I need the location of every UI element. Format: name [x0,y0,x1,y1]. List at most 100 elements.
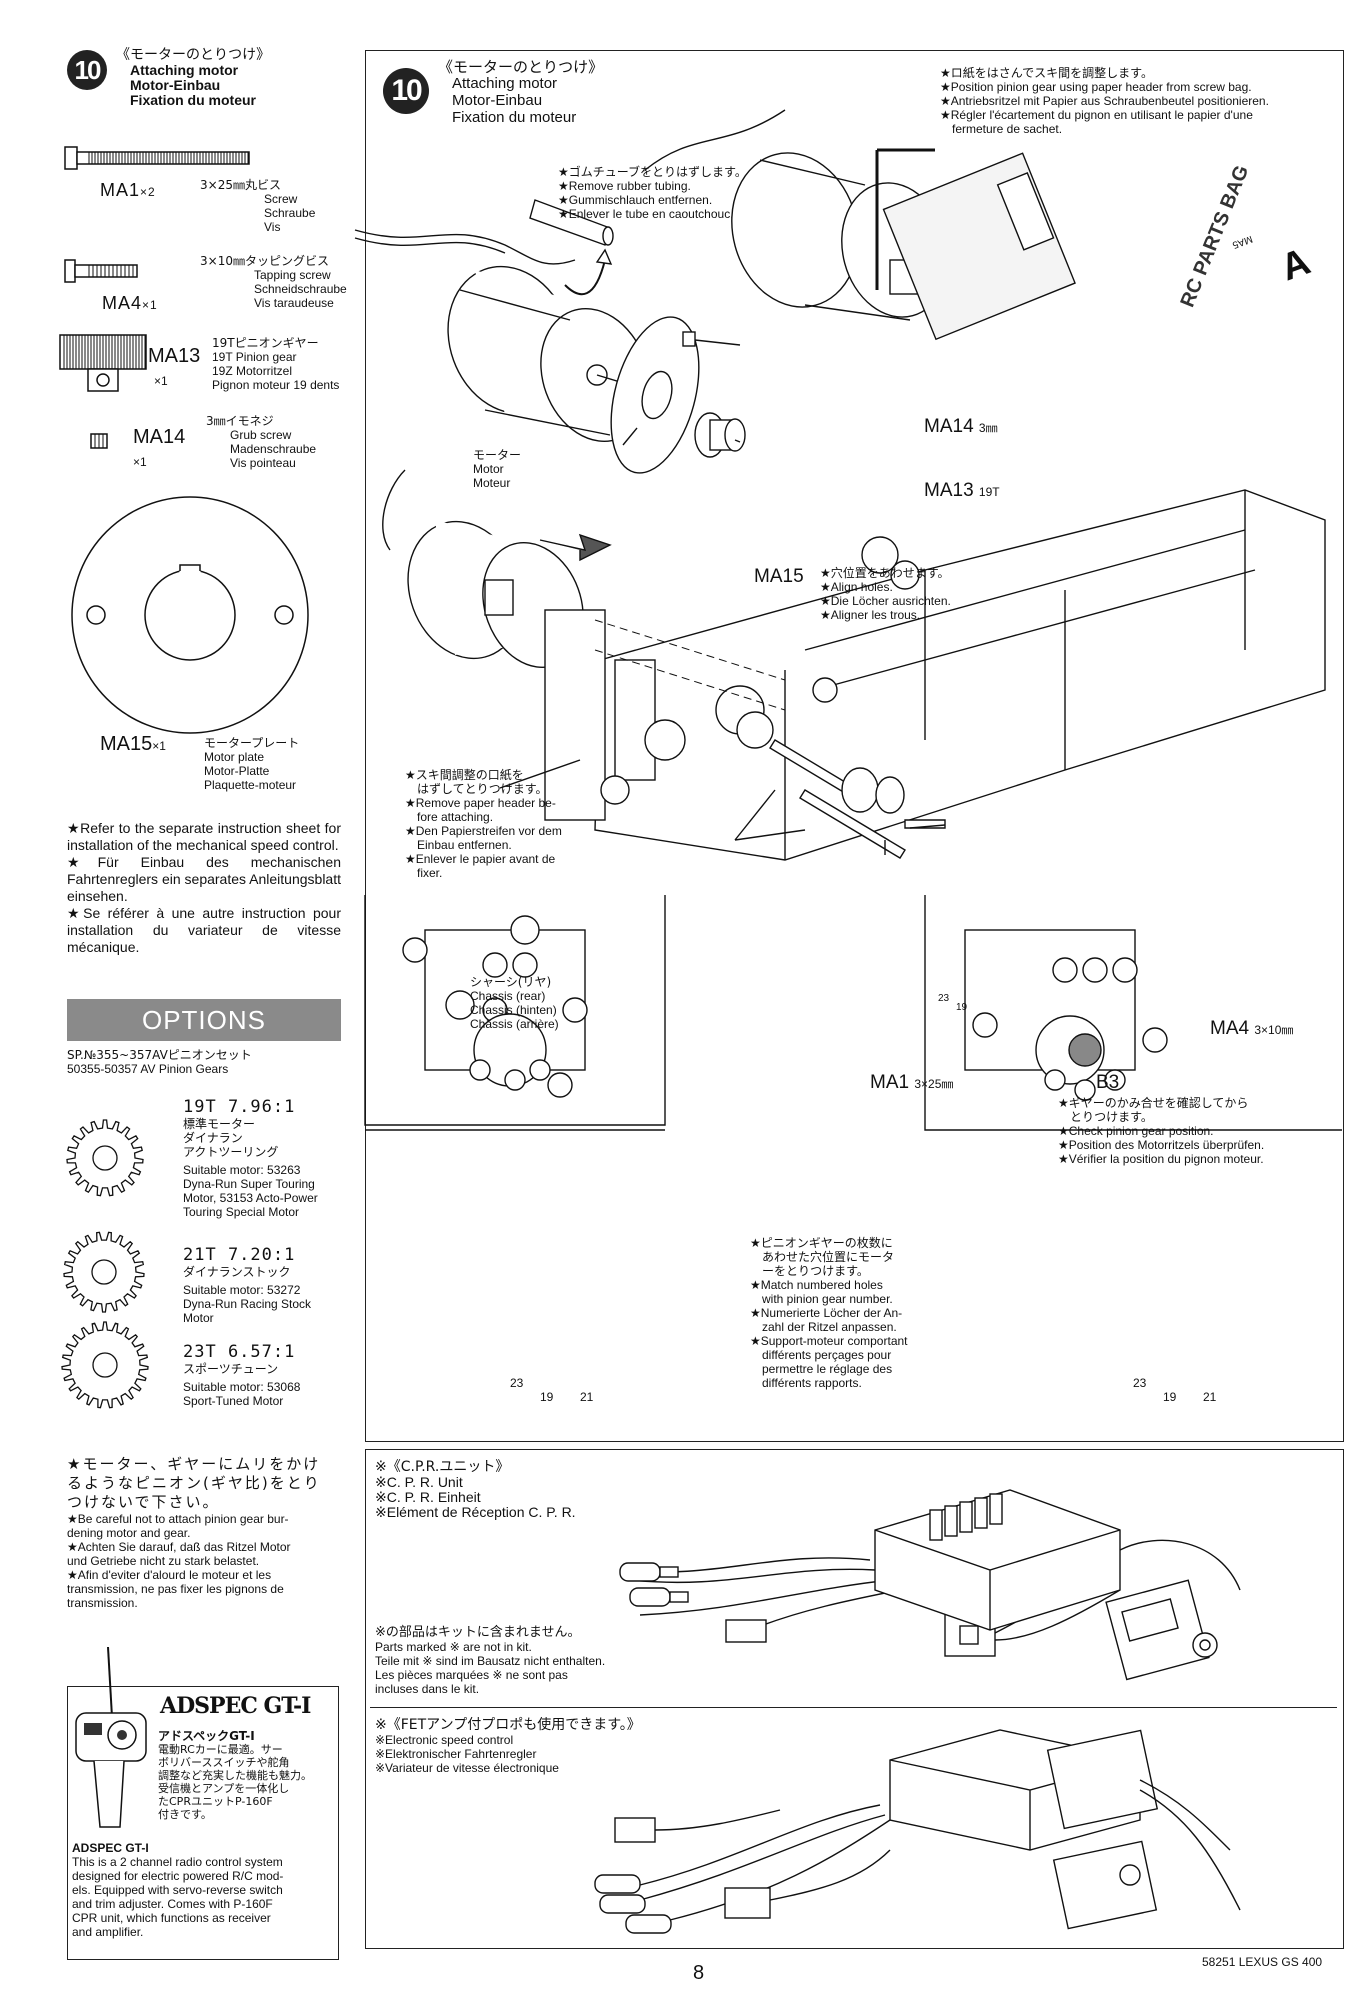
check-en: ★Check pinion gear position. [1058,1124,1214,1138]
ma14-fr: Vis pointeau [230,456,296,470]
gear-23t-label: 23T 6.57:1 [183,1342,296,1362]
fet-esc-illustration [594,1729,1241,1934]
label-ma15: MA15 [754,566,804,587]
caution-note: ★モーター、ギヤーにムリをかけ るようなピニオン(ギヤ比)をとり つけないで下さ… [67,1455,321,1610]
main-step-frame [365,50,1344,1442]
paper-de1: ★Den Papierstreifen vor dem [405,824,562,838]
gear-21t-desc-0: Suitable motor: 53272 [183,1283,301,1297]
hole-num-21-right: 21 [1203,1390,1217,1404]
position-de: ★Antriebsritzel mit Papier aus Schrauben… [940,94,1269,108]
main-title-en: Attaching motor [452,75,558,92]
check-jp2: とりつけます。 [1070,1110,1153,1124]
ma15-de: Motor-Platte [204,764,270,778]
gear-21t-label: 21T 7.20:1 [183,1245,296,1265]
caution-en-0: ★Be careful not to attach pinion gear bu… [67,1512,289,1526]
gear-23t-desc-0: Suitable motor: 53068 [183,1380,301,1394]
match-jp3: ーをとりつけます。 [762,1264,869,1278]
tubing-fr: ★Enlever le tube en caoutchouc. [558,207,734,221]
hole-num-23-left: 23 [510,1376,524,1390]
part-ma15-code: MA15×1 [100,733,166,756]
diagram-ma14: MA14 [924,416,974,437]
option-gear-21t: 21T 7.20:1 ダイナランストック Suitable motor: 532… [183,1245,311,1325]
ma15-spec: モータープレート [204,736,300,750]
part-ma15-desc: モータープレート Motor plate Motor-Platte Plaque… [204,736,299,792]
fet-jp: ※《FETアンプ付プロポも使用できます。》 [375,1717,641,1733]
gear-21t-icon [63,1231,145,1313]
ma15-qty: ×1 [152,739,166,753]
label-ma14: MA14 3㎜ [924,416,998,438]
ma4-code: MA4 [102,293,143,313]
ma14-qty: ×1 [133,455,147,469]
caution-fr-1: transmission, ne pas fixer les pignons d… [67,1582,284,1596]
label-ma1: MA1 3×25㎜ [870,1072,953,1094]
option-gear-19t: 19T 7.96:1 標準モーター ダイナラン アクトツーリング Suitabl… [183,1097,318,1219]
ma1-spec: 3×25㎜丸ビス [200,178,281,192]
label-small-19: 19 [956,1002,968,1013]
label-remove-tubing: ★ゴムチューブをとりはずします。 ★Remove rubber tubing. … [558,165,747,221]
part-ma14-desc: 3㎜イモネジ Grub screw Madenschraube Vis poin… [206,414,316,470]
paper-de2: Einbau entfernen. [417,838,512,852]
match-jp1: ★ピニオンギヤーの枚数に [750,1236,893,1250]
check-de: ★Position des Motorritzels überprüfen. [1058,1138,1265,1152]
tubing-en: ★Remove rubber tubing. [558,179,691,193]
label-chassis-rear: シャーシ(リヤ) Chassis (rear) Chassis (hinten)… [470,975,559,1031]
ma13-spec: 19Tピニオンギヤー [212,336,319,350]
adspec-jp-0: 電動RCカーに最適。サー [158,1743,283,1756]
ma15-code: MA15 [100,733,153,755]
chassis-fr: Châssis (arrière) [470,1017,559,1031]
hole-num-19-right: 19 [1163,1390,1177,1404]
match-jp2: あわせた穴位置にモータ [762,1250,895,1264]
gear-23t-icon [61,1321,149,1409]
match-en2: with pinion gear number. [762,1292,893,1306]
adspec-desc-1: designed for electric powered R/C mod- [72,1869,284,1883]
adspec-desc-5: and amplifier. [72,1925,144,1939]
adspec-desc-4: CPR unit, which functions as receiver [72,1911,271,1925]
gear-19t-desc-0: Suitable motor: 53263 [183,1163,301,1177]
ma15-en: Motor plate [204,750,265,764]
ma1-de: Schraube [264,206,316,220]
part-ma1-desc: 3×25㎜丸ビス Screw Schraube Vis [200,178,315,234]
main-title-fr: Fixation du moteur [452,109,577,126]
adspec-desc-0: This is a 2 channel radio control system [72,1855,283,1869]
diagram-ma13: MA13 [924,480,974,501]
divider-cpr-fet [370,1707,1337,1708]
tubing-de: ★Gummischlauch entfernen. [558,193,713,207]
caution-fr-0: ★Afin d'eviter d'alourd le moteur et les [67,1568,272,1582]
gear-19t-label: 19T 7.96:1 [183,1097,296,1117]
ma14-code: MA14 [133,426,186,448]
adspec-jp-title: アドスペックGT-I [158,1729,255,1743]
motor-en: Motor [473,462,504,476]
step-title-left: 《モーターのとりつけ》 Attaching motor Motor-Einbau… [116,48,270,108]
adspec-desc-3: and trim adjuster. Comes with P-160F [72,1897,273,1911]
match-fr3: permettre le réglage des [762,1362,893,1376]
main-title-de: Motor-Einbau [452,92,543,109]
caution-jp-2: つけないで下さい。 [67,1493,220,1511]
position-jp: ★ロ紙をはさんでスキ間を調整します。 [940,66,1153,80]
step-title-en: Attaching motor [130,62,239,78]
adspec-jp-1: ボリバーススイッチや舵角 [158,1756,290,1769]
label-remove-paper: ★スキ間調整の口紙を はずしてとりつけます。 ★Remove paper hea… [405,768,562,880]
part-ma13-code: MA13×1 [148,345,200,391]
caution-jp-0: ★モーター、ギヤーにムリをかけ [67,1455,321,1473]
ma4-spec: 3×10㎜タッピングビス [200,254,329,268]
gear-23t-jp1: スポーツチューン [183,1362,279,1376]
label-check-pinion: ★ギヤーのかみ合せを確認してから とりつけます。 ★Check pinion g… [1058,1096,1264,1166]
adspec-desc-2: els. Equipped with servo-reverse switch [72,1883,283,1897]
gear-19t-desc-3: Touring Special Motor [183,1205,300,1219]
gear-19t-jp2: ダイナラン [183,1131,243,1145]
paper-jp1: ★スキ間調整の口紙を [405,768,524,782]
ma13-code: MA13 [148,345,201,367]
label-b3: B3 [1096,1072,1120,1093]
hole-num-21-left: 21 [580,1390,594,1404]
ma13-de: 19Z Motorritzel [212,364,293,378]
label-ma4: MA4 3×10㎜ [1210,1018,1293,1040]
position-fr1: ★Régler l'écartement du pignon en utilis… [940,108,1253,122]
motor-jp: モーター [473,448,522,462]
ma14-de: Madenschraube [230,442,317,456]
screw-ma4-illustration [64,259,138,283]
adspec-jp-4: たCPRユニットP-160F [158,1795,273,1808]
align-fr: ★Aligner les trous. [820,608,921,622]
pinion-ma13-illustration [59,334,147,392]
refer-note: ★Refer to the separate instruction sheet… [67,820,341,956]
motor-plate-ma15-illustration [71,496,309,734]
